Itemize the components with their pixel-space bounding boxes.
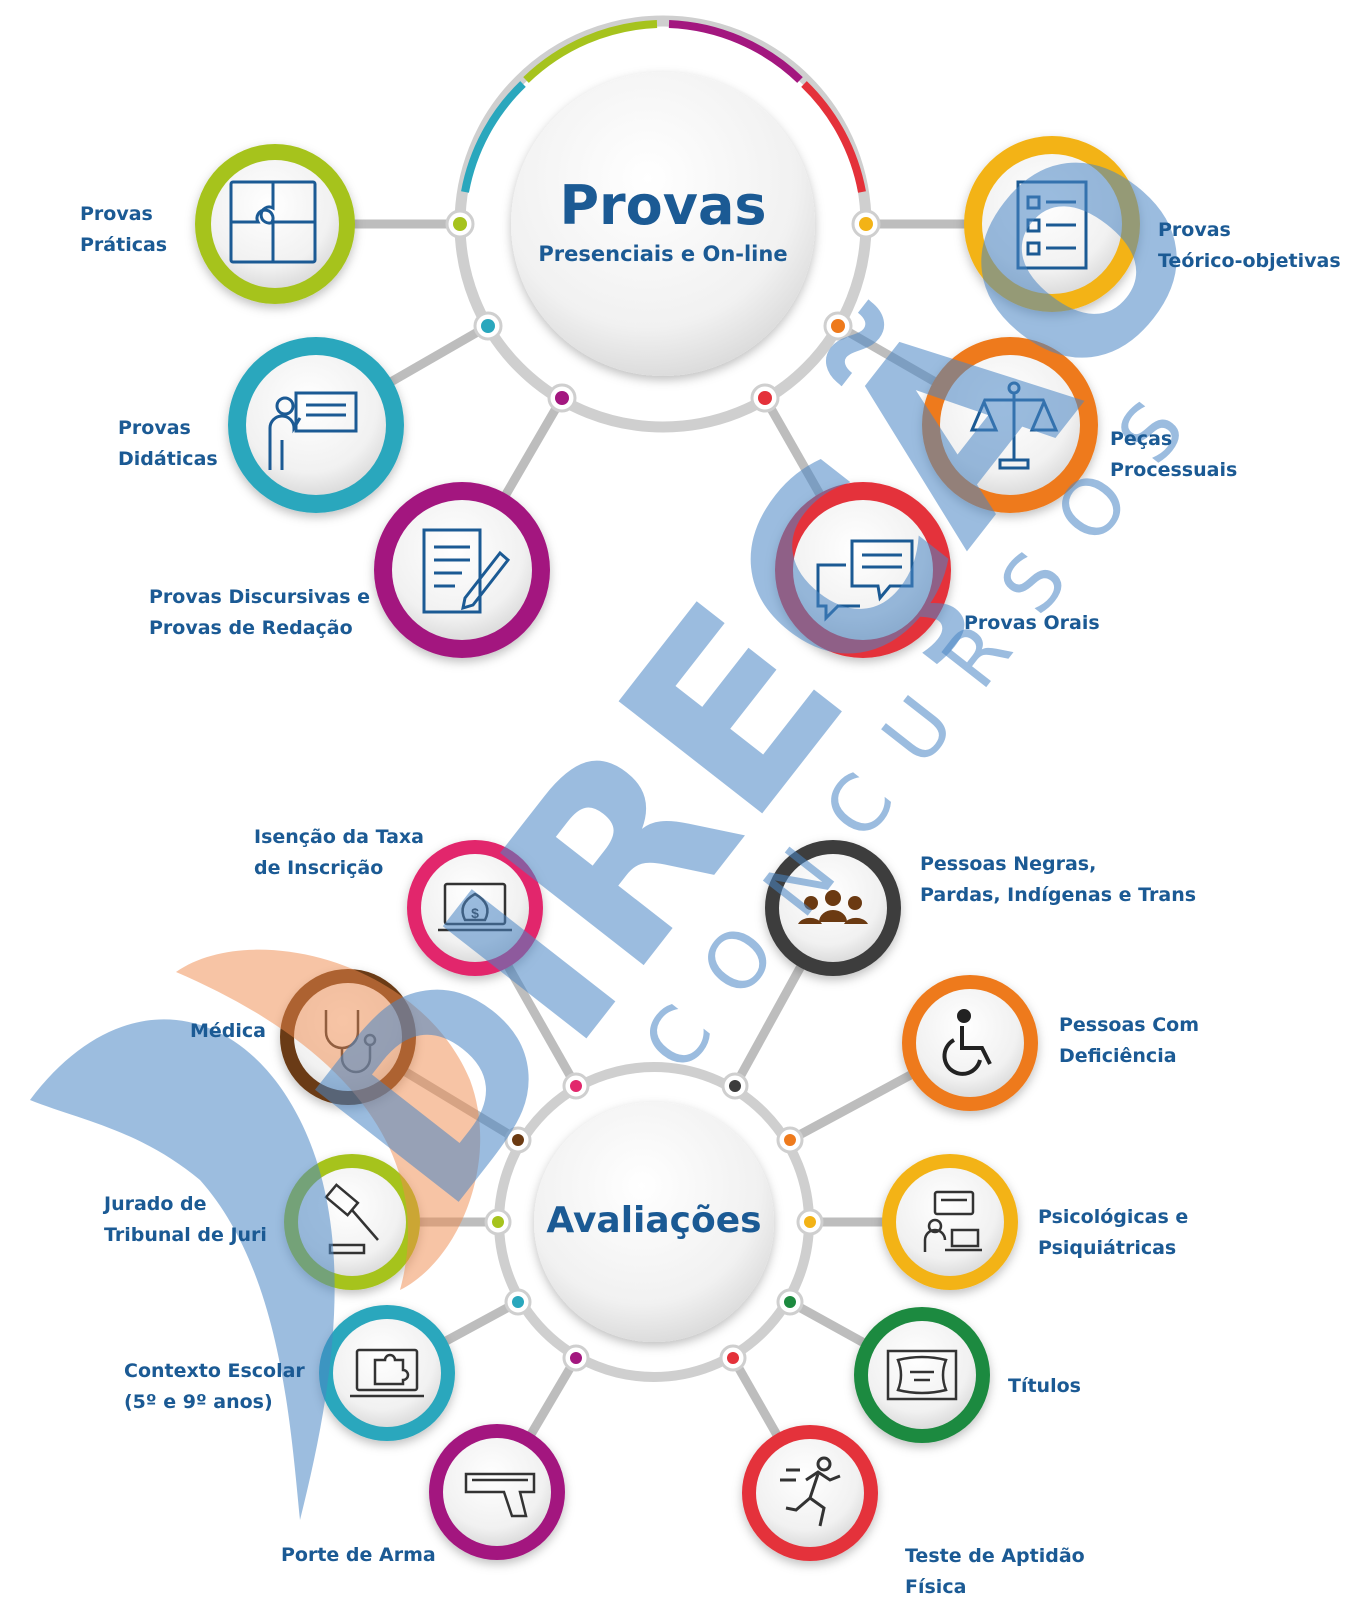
provas-subtitle: Presenciais e On-line [538,242,788,266]
avaliacoes-node-dots [484,1072,824,1372]
chat-bubbles-icon [816,539,914,622]
avaliacoes-title: Avaliações [546,1200,762,1241]
counseling-icon [923,1190,982,1252]
label-provas-praticas: Provas Práticas [80,203,168,256]
runner-icon [780,1456,841,1527]
label-psicologicas: Psicológicas e Psiquiátricas [1038,1206,1189,1259]
label-teste-aptidao: Teste de Aptidão Física [905,1545,1085,1598]
label-porte-arma: Porte de Arma [281,1544,436,1566]
label-pecas-processuais: Peças Processuais [1110,428,1238,481]
provas-title: Provas [559,174,767,237]
svg-text:$: $ [471,905,479,921]
people-group-icon [798,890,868,924]
node-contexto-escolar [319,1305,455,1441]
pistol-icon [464,1472,536,1518]
label-isencao-taxa: Isenção da Taxa de Inscrição [254,826,424,879]
node-titulos [854,1307,990,1443]
label-medica: Médica [190,1020,266,1042]
label-pessoas-negras: Pessoas Negras, Pardas, Indígenas e Tran… [920,853,1197,906]
puzzle-icon [229,180,317,264]
label-contexto-escolar: Contexto Escolar (5º e 9º anos) [124,1360,305,1413]
teacher-board-icon [268,391,358,470]
node-teste-aptidao [742,1425,878,1561]
puzzle-laptop-icon [350,1348,424,1398]
node-provas-teorico-objetivas [964,136,1140,312]
scales-icon [969,381,1059,470]
label-provas-discursivas: Provas Discursivas e Provas de Redação [149,586,371,639]
label-provas-teorico-objetivas: Provas Teórico-objetivas [1158,219,1341,272]
node-provas-orais [775,482,951,658]
node-pessoas-negras [765,840,901,976]
provas-center-disc [511,72,815,376]
node-isencao-taxa: $ [407,840,543,976]
document-pen-icon [422,528,511,614]
node-porte-arma [429,1424,565,1560]
label-pessoas-deficiencia: Pessoas Com Deficiência [1059,1014,1200,1067]
gavel-icon [324,1183,379,1255]
label-provas-orais: Provas Orais [964,612,1100,634]
avaliacoes-center-disc [534,1102,774,1342]
node-provas-didaticas [228,337,404,513]
node-provas-praticas [195,144,355,304]
node-pessoas-deficiencia [902,975,1038,1111]
node-psicologicas [882,1154,1018,1290]
wheelchair-icon [942,1009,992,1076]
money-bag-laptop-icon: $ [438,882,512,932]
watermark-swoosh-blue [30,1019,335,1520]
watermark-swoosh-orange [176,949,481,1290]
label-jurado: Jurado de Tribunal de Juri [104,1193,267,1246]
node-provas-discursivas [374,482,550,658]
node-pecas-processuais [922,337,1098,513]
provas-ring-accents [461,20,866,193]
checklist-icon [1016,180,1088,270]
provas-node-dots [445,209,881,413]
label-titulos: Títulos [1008,1375,1081,1397]
avaliacoes-hub-group [345,905,973,1496]
certificate-icon [886,1349,958,1401]
provas-hub-group [275,15,1052,573]
label-provas-didaticas: Provas Didáticas [118,417,218,470]
